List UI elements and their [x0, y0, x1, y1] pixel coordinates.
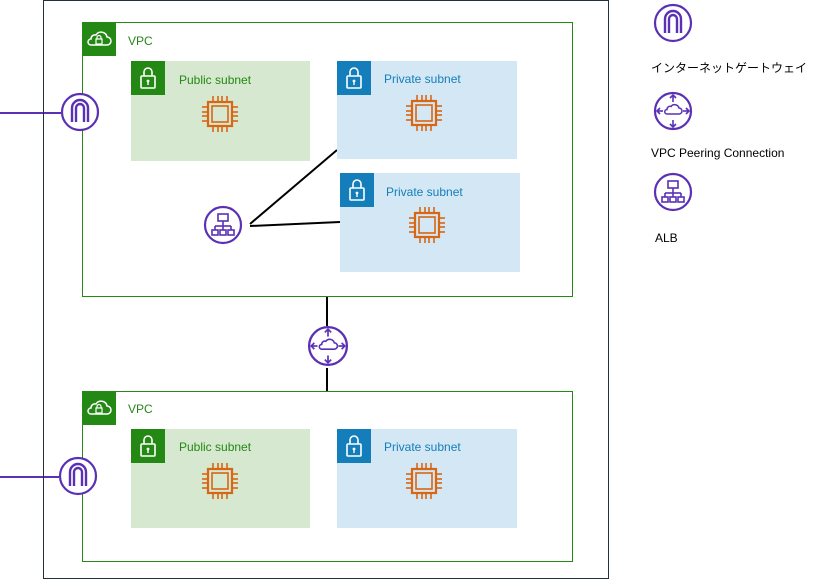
- legend-internet-gateway-icon: [653, 3, 693, 43]
- alb-to-private-2: [249, 221, 341, 227]
- ec2-instance-icon: [200, 461, 240, 501]
- private-subnet-bottom-label: Private subnet: [384, 440, 461, 454]
- internet-gateway-icon: [60, 92, 100, 132]
- vpc-top-label: VPC: [128, 34, 153, 48]
- legend-vpc-peering-icon: [653, 91, 693, 131]
- region-frame: [43, 0, 609, 579]
- public-subnet-top-label: Public subnet: [179, 73, 252, 87]
- private-subnet-top-2-label: Private subnet: [386, 185, 463, 199]
- alb-icon: [203, 205, 243, 245]
- ec2-instance-icon: [407, 205, 447, 245]
- vpc-peering-icon: [307, 325, 349, 367]
- ec2-instance-icon: [404, 93, 444, 133]
- private-subnet-top-1-label: Private subnet: [384, 72, 461, 86]
- legend-internet-gateway-label: インターネットゲートウェイ: [651, 61, 808, 75]
- lock-icon: [131, 429, 165, 463]
- lock-icon: [340, 173, 374, 207]
- public-subnet-bottom-label: Public subnet: [179, 440, 252, 454]
- legend-vpc-peering-label: VPC Peering Connection: [651, 146, 785, 160]
- ec2-instance-icon: [200, 94, 240, 134]
- legend-alb-label: ALB: [655, 231, 678, 245]
- vpc-cloud-icon: [82, 391, 116, 425]
- lock-icon: [337, 61, 371, 95]
- lock-icon: [337, 429, 371, 463]
- vpc-top: [82, 22, 573, 297]
- vpc-cloud-icon: [82, 22, 116, 56]
- lock-icon: [131, 61, 165, 95]
- alb-to-private-1: [249, 149, 338, 225]
- legend-alb-icon: [653, 172, 693, 212]
- internet-gateway-icon: [58, 456, 98, 496]
- ec2-instance-icon: [404, 461, 444, 501]
- vpc-bottom-label: VPC: [128, 402, 153, 416]
